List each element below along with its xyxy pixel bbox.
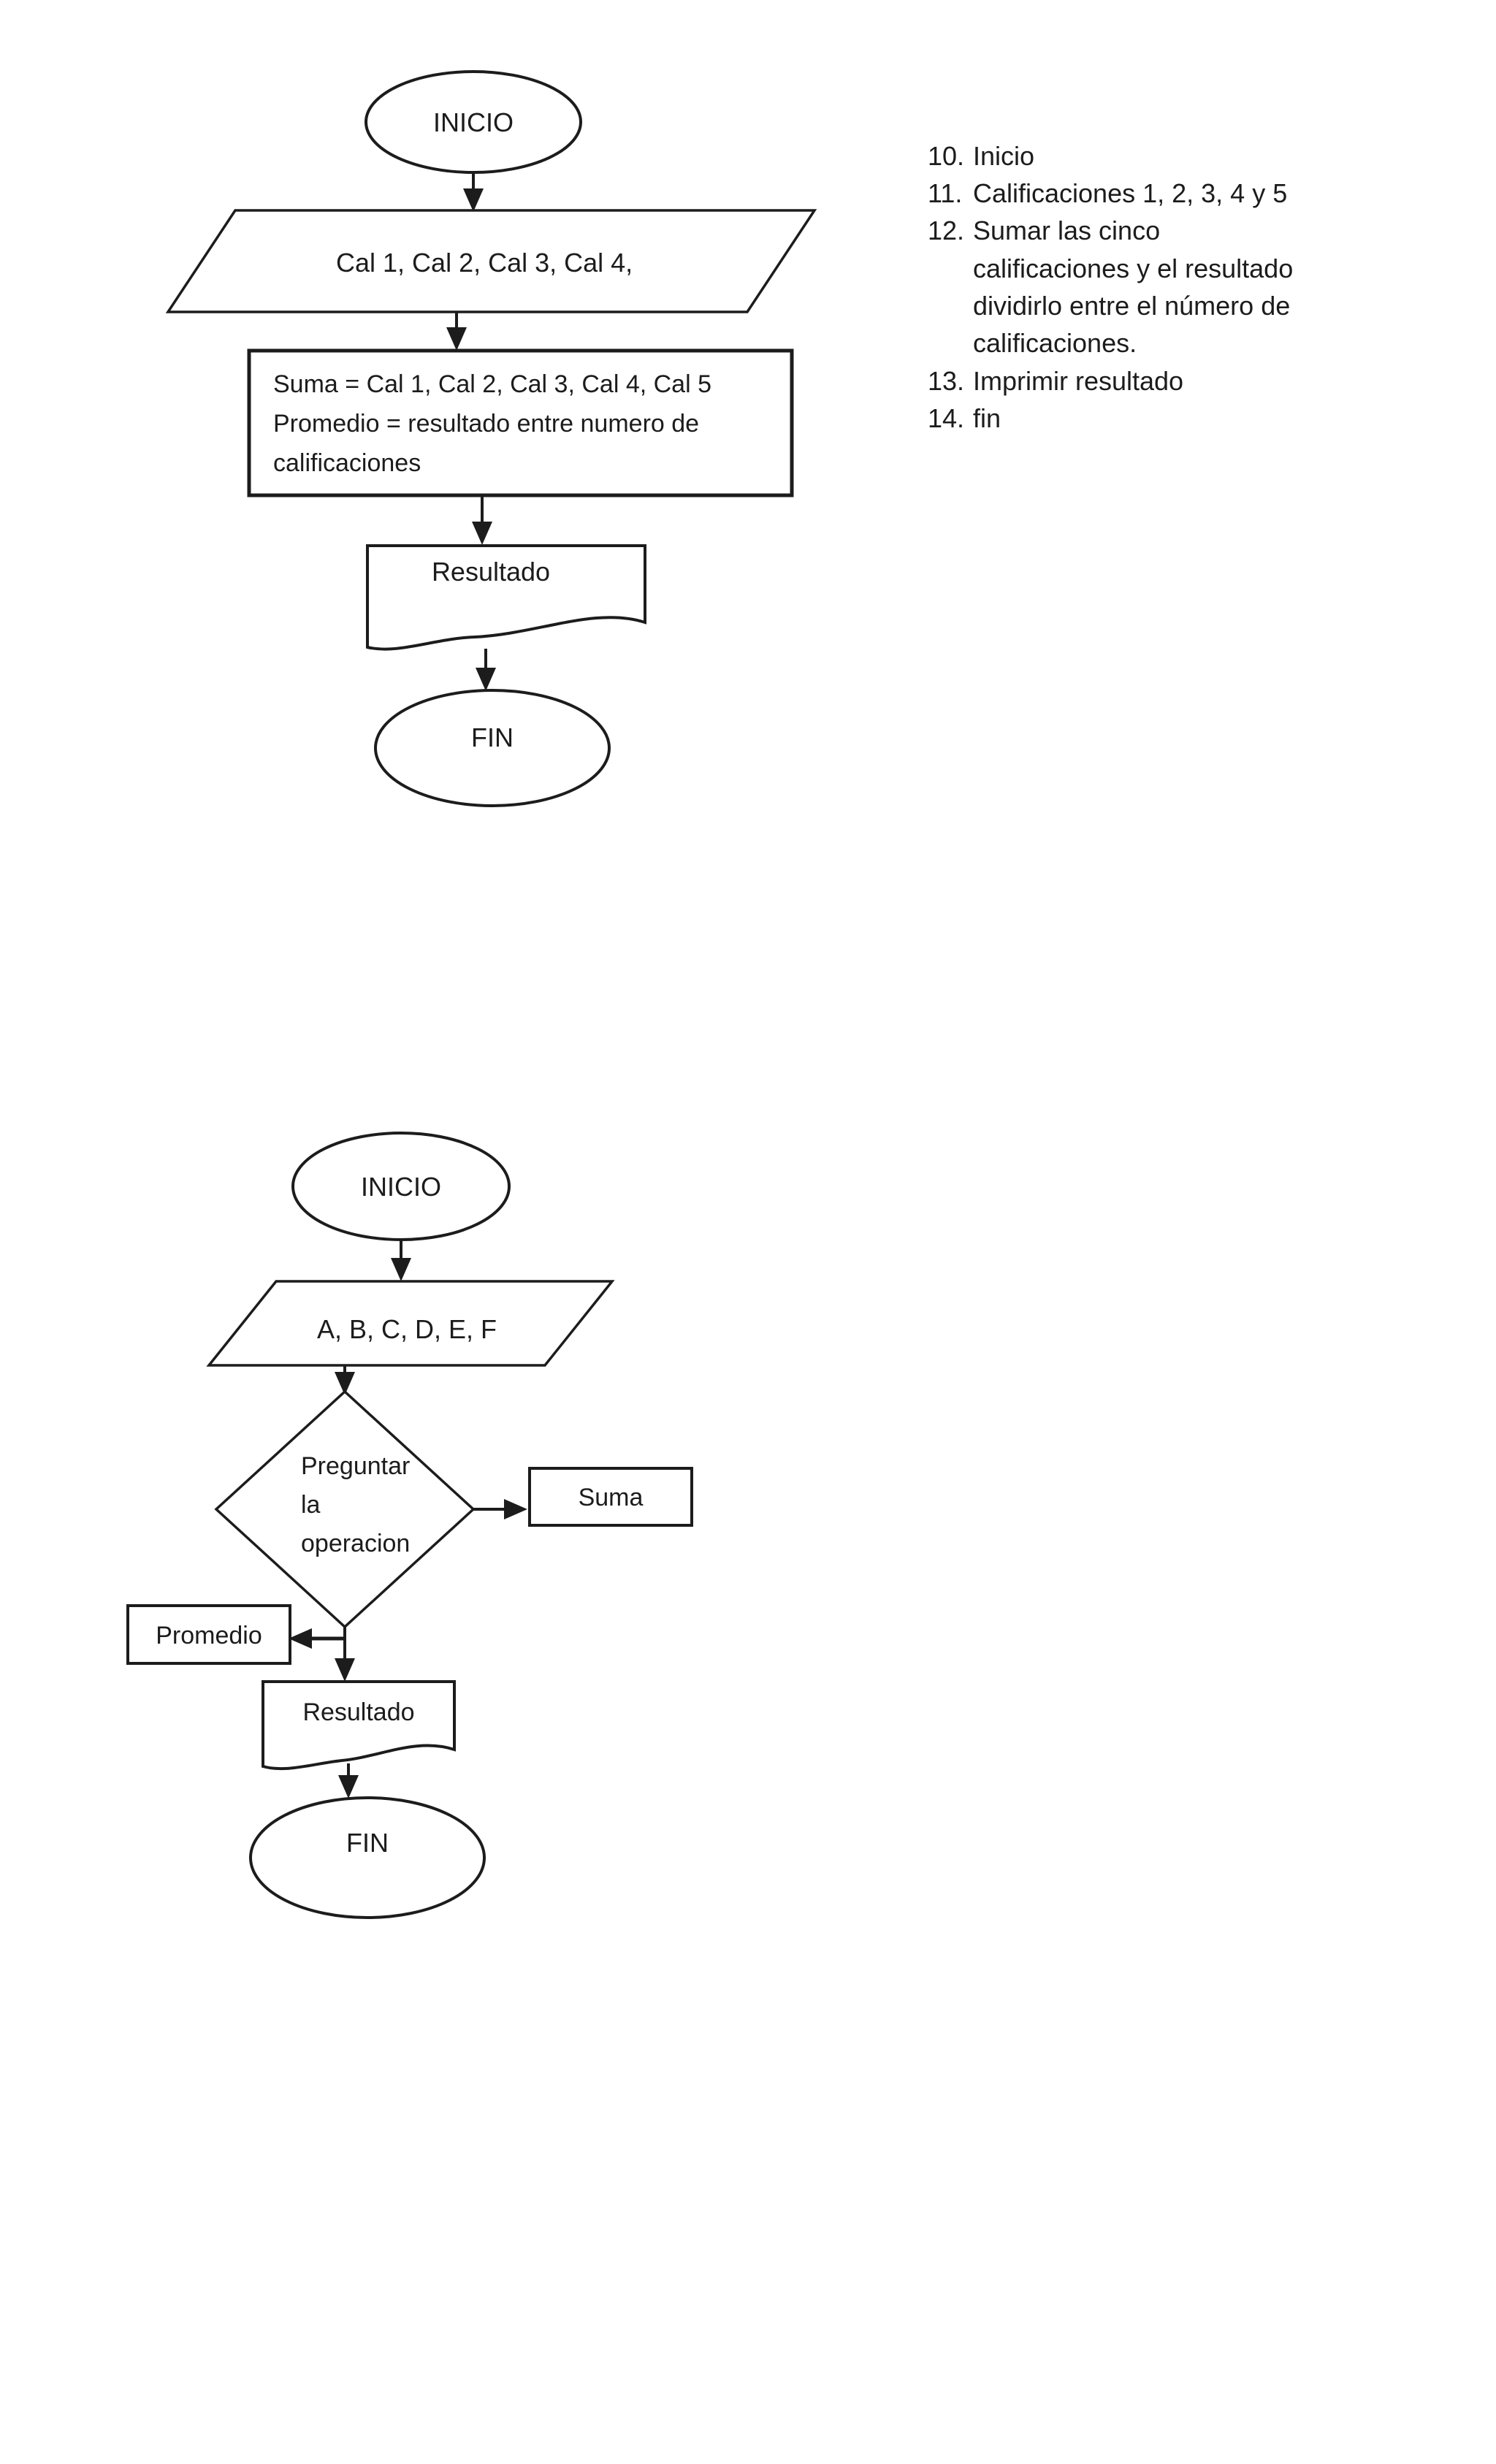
top-arrow-output-to-end xyxy=(476,649,496,691)
list-row-text: fin xyxy=(973,403,1001,433)
bottom-flowchart: INICIO A, B, C, D, E, F Preguntar la ope… xyxy=(126,1132,693,1919)
promedio-box xyxy=(126,1604,291,1665)
bottom-arrow-start-to-input xyxy=(391,1240,411,1281)
list-row-number: 13. xyxy=(928,366,964,396)
bottom-decision-line-3: operacion xyxy=(301,1530,410,1557)
list-row-number: 10. xyxy=(928,141,964,171)
bottom-arrow-decision-to-suma xyxy=(473,1499,527,1519)
bottom-arrow-decision-to-output xyxy=(335,1627,355,1682)
top-end-label: FIN xyxy=(471,722,514,752)
list-row-text: Sumar las cinco xyxy=(973,215,1160,245)
top-input-label: Cal 1, Cal 2, Cal 3, Cal 4, xyxy=(336,248,633,278)
numbered-list: 10. Inicio 11. Calificaciones 1, 2, 3, 4… xyxy=(928,141,1293,433)
bottom-start-label: INICIO xyxy=(361,1172,441,1202)
promedio-label: Promedio xyxy=(156,1622,262,1649)
top-output-label: Resultado xyxy=(432,557,550,587)
top-arrow-input-to-process xyxy=(446,312,467,351)
top-output-document xyxy=(366,544,646,651)
list-row-text: calificaciones. xyxy=(973,328,1137,358)
top-flowchart: INICIO Cal 1, Cal 2, Cal 3, Cal 4, Suma … xyxy=(165,70,817,807)
bottom-output-document xyxy=(262,1680,456,1771)
bottom-output-label: Resultado xyxy=(302,1698,414,1726)
bottom-end-label: FIN xyxy=(346,1828,389,1858)
top-end-terminator xyxy=(374,689,611,807)
list-row-text: Imprimir resultado xyxy=(973,366,1183,396)
list-row-number: 12. xyxy=(928,215,964,245)
top-process-rectangle xyxy=(247,348,794,497)
list-row-number: 14. xyxy=(928,403,964,433)
bottom-input-label: A, B, C, D, E, F xyxy=(317,1314,497,1344)
top-process-line-3: calificaciones xyxy=(273,449,421,477)
list-row-text: Inicio xyxy=(973,141,1034,171)
bottom-decision-line-1: Preguntar xyxy=(301,1452,410,1480)
bottom-arrow-output-to-end xyxy=(338,1763,359,1799)
list-row-number: 11. xyxy=(928,178,962,208)
suma-label: Suma xyxy=(579,1484,644,1511)
top-arrow-start-to-input xyxy=(463,172,484,212)
top-arrow-process-to-output xyxy=(472,495,492,545)
bottom-input-parallelogram xyxy=(206,1280,615,1367)
top-start-label: INICIO xyxy=(433,107,514,137)
suma-box xyxy=(528,1467,693,1527)
bottom-end-terminator xyxy=(249,1796,486,1919)
bottom-arrow-junction-to-promedio xyxy=(289,1628,345,1649)
top-process-line-1: Suma = Cal 1, Cal 2, Cal 3, Cal 4, Cal 5 xyxy=(273,370,711,398)
top-process-line-2: Promedio = resultado entre numero de xyxy=(273,410,699,438)
top-input-parallelogram xyxy=(165,209,817,313)
bottom-decision-line-2: la xyxy=(301,1491,321,1519)
list-row-text: Calificaciones 1, 2, 3, 4 y 5 xyxy=(973,178,1287,208)
bottom-decision-diamond xyxy=(214,1389,476,1629)
list-row-text: calificaciones y el resultado xyxy=(973,253,1293,283)
bottom-arrow-input-to-decision xyxy=(335,1365,355,1395)
list-row-text: dividirlo entre el número de xyxy=(973,291,1290,321)
